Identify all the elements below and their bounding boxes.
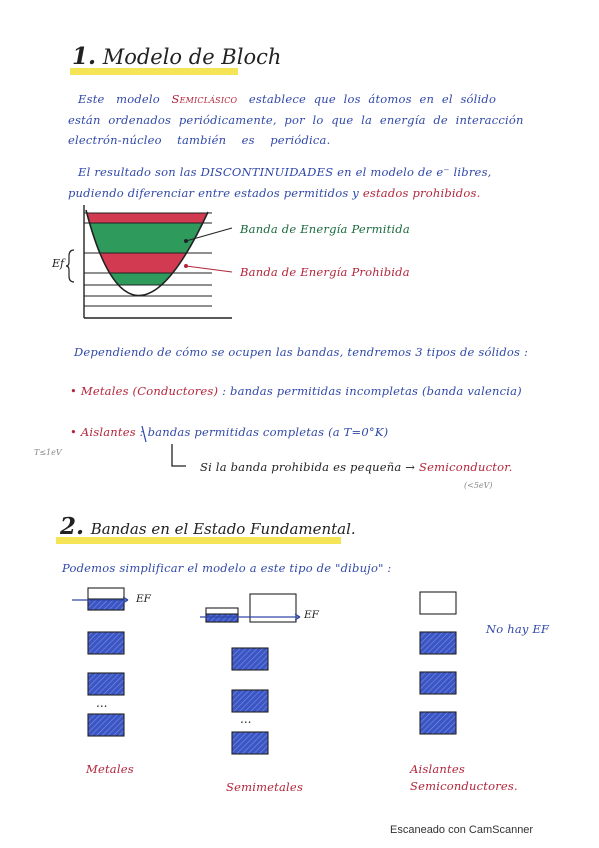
label-semiconductors: Semiconductores. (410, 779, 518, 793)
scanner-watermark: Escaneado con CamScanner (390, 824, 534, 836)
para2-line1: El resultado son las DISCONTINUIDADES en… (78, 165, 492, 179)
para1-line2: están ordenados periódicamente, por lo q… (68, 113, 524, 127)
bullet-insulators: • Aislantes : bandas permitidas completa… (70, 425, 389, 439)
section-2-heading: 2. Bandas en el Estado Fundamental. (60, 513, 356, 540)
allowed-band-label: Banda de Energía Permitida (240, 222, 410, 236)
metals-column (72, 587, 129, 737)
section-2-title: Bandas en el Estado Fundamental. (90, 520, 356, 538)
semimetals-column (200, 593, 301, 755)
label-semimetals: Semimetales (226, 780, 304, 794)
bullet-metals: • Metales (Conductores) : bandas permiti… (70, 384, 522, 398)
section-1-highlight (70, 68, 238, 75)
para2-line2: pudiendo diferenciar entre estados permi… (68, 186, 481, 200)
forbidden-band-label: Banda de Energía Prohibida (240, 265, 410, 279)
sub-note-range: (<5eV) (464, 481, 493, 490)
no-ef-label: No hay EF (486, 622, 550, 636)
band-structure-diagram (65, 205, 233, 319)
margin-note: T≤1eV (34, 448, 62, 457)
dots-metals: ... (96, 696, 108, 710)
ef-label-semimetals: EF (304, 609, 319, 621)
section-2-intro: Podemos simplificar el modelo a este tip… (62, 561, 392, 575)
label-insulators: Aislantes (410, 762, 465, 776)
ef-label: Ef (52, 257, 65, 270)
ef-label-metals: EF (136, 593, 151, 605)
section-2-number: 2. (60, 513, 85, 540)
section-1-number: 1. (72, 43, 97, 70)
insulators-column (419, 591, 457, 735)
sub-note: Si la banda prohibida es pequeña → Semic… (200, 460, 513, 474)
dots-semimetals: ... (240, 712, 252, 726)
label-metals: Metales (86, 762, 134, 776)
para3: Dependiendo de cómo se ocupen las bandas… (74, 345, 529, 359)
para1-line3: electrón-núcleo también es periódica. (68, 133, 331, 147)
para1-line1: Este modelo Semiclásico establece que lo… (78, 92, 497, 106)
section-1-title: Modelo de Bloch (102, 45, 282, 69)
section-2-highlight (56, 537, 341, 544)
section-1-heading: 1. Modelo de Bloch (72, 43, 281, 70)
